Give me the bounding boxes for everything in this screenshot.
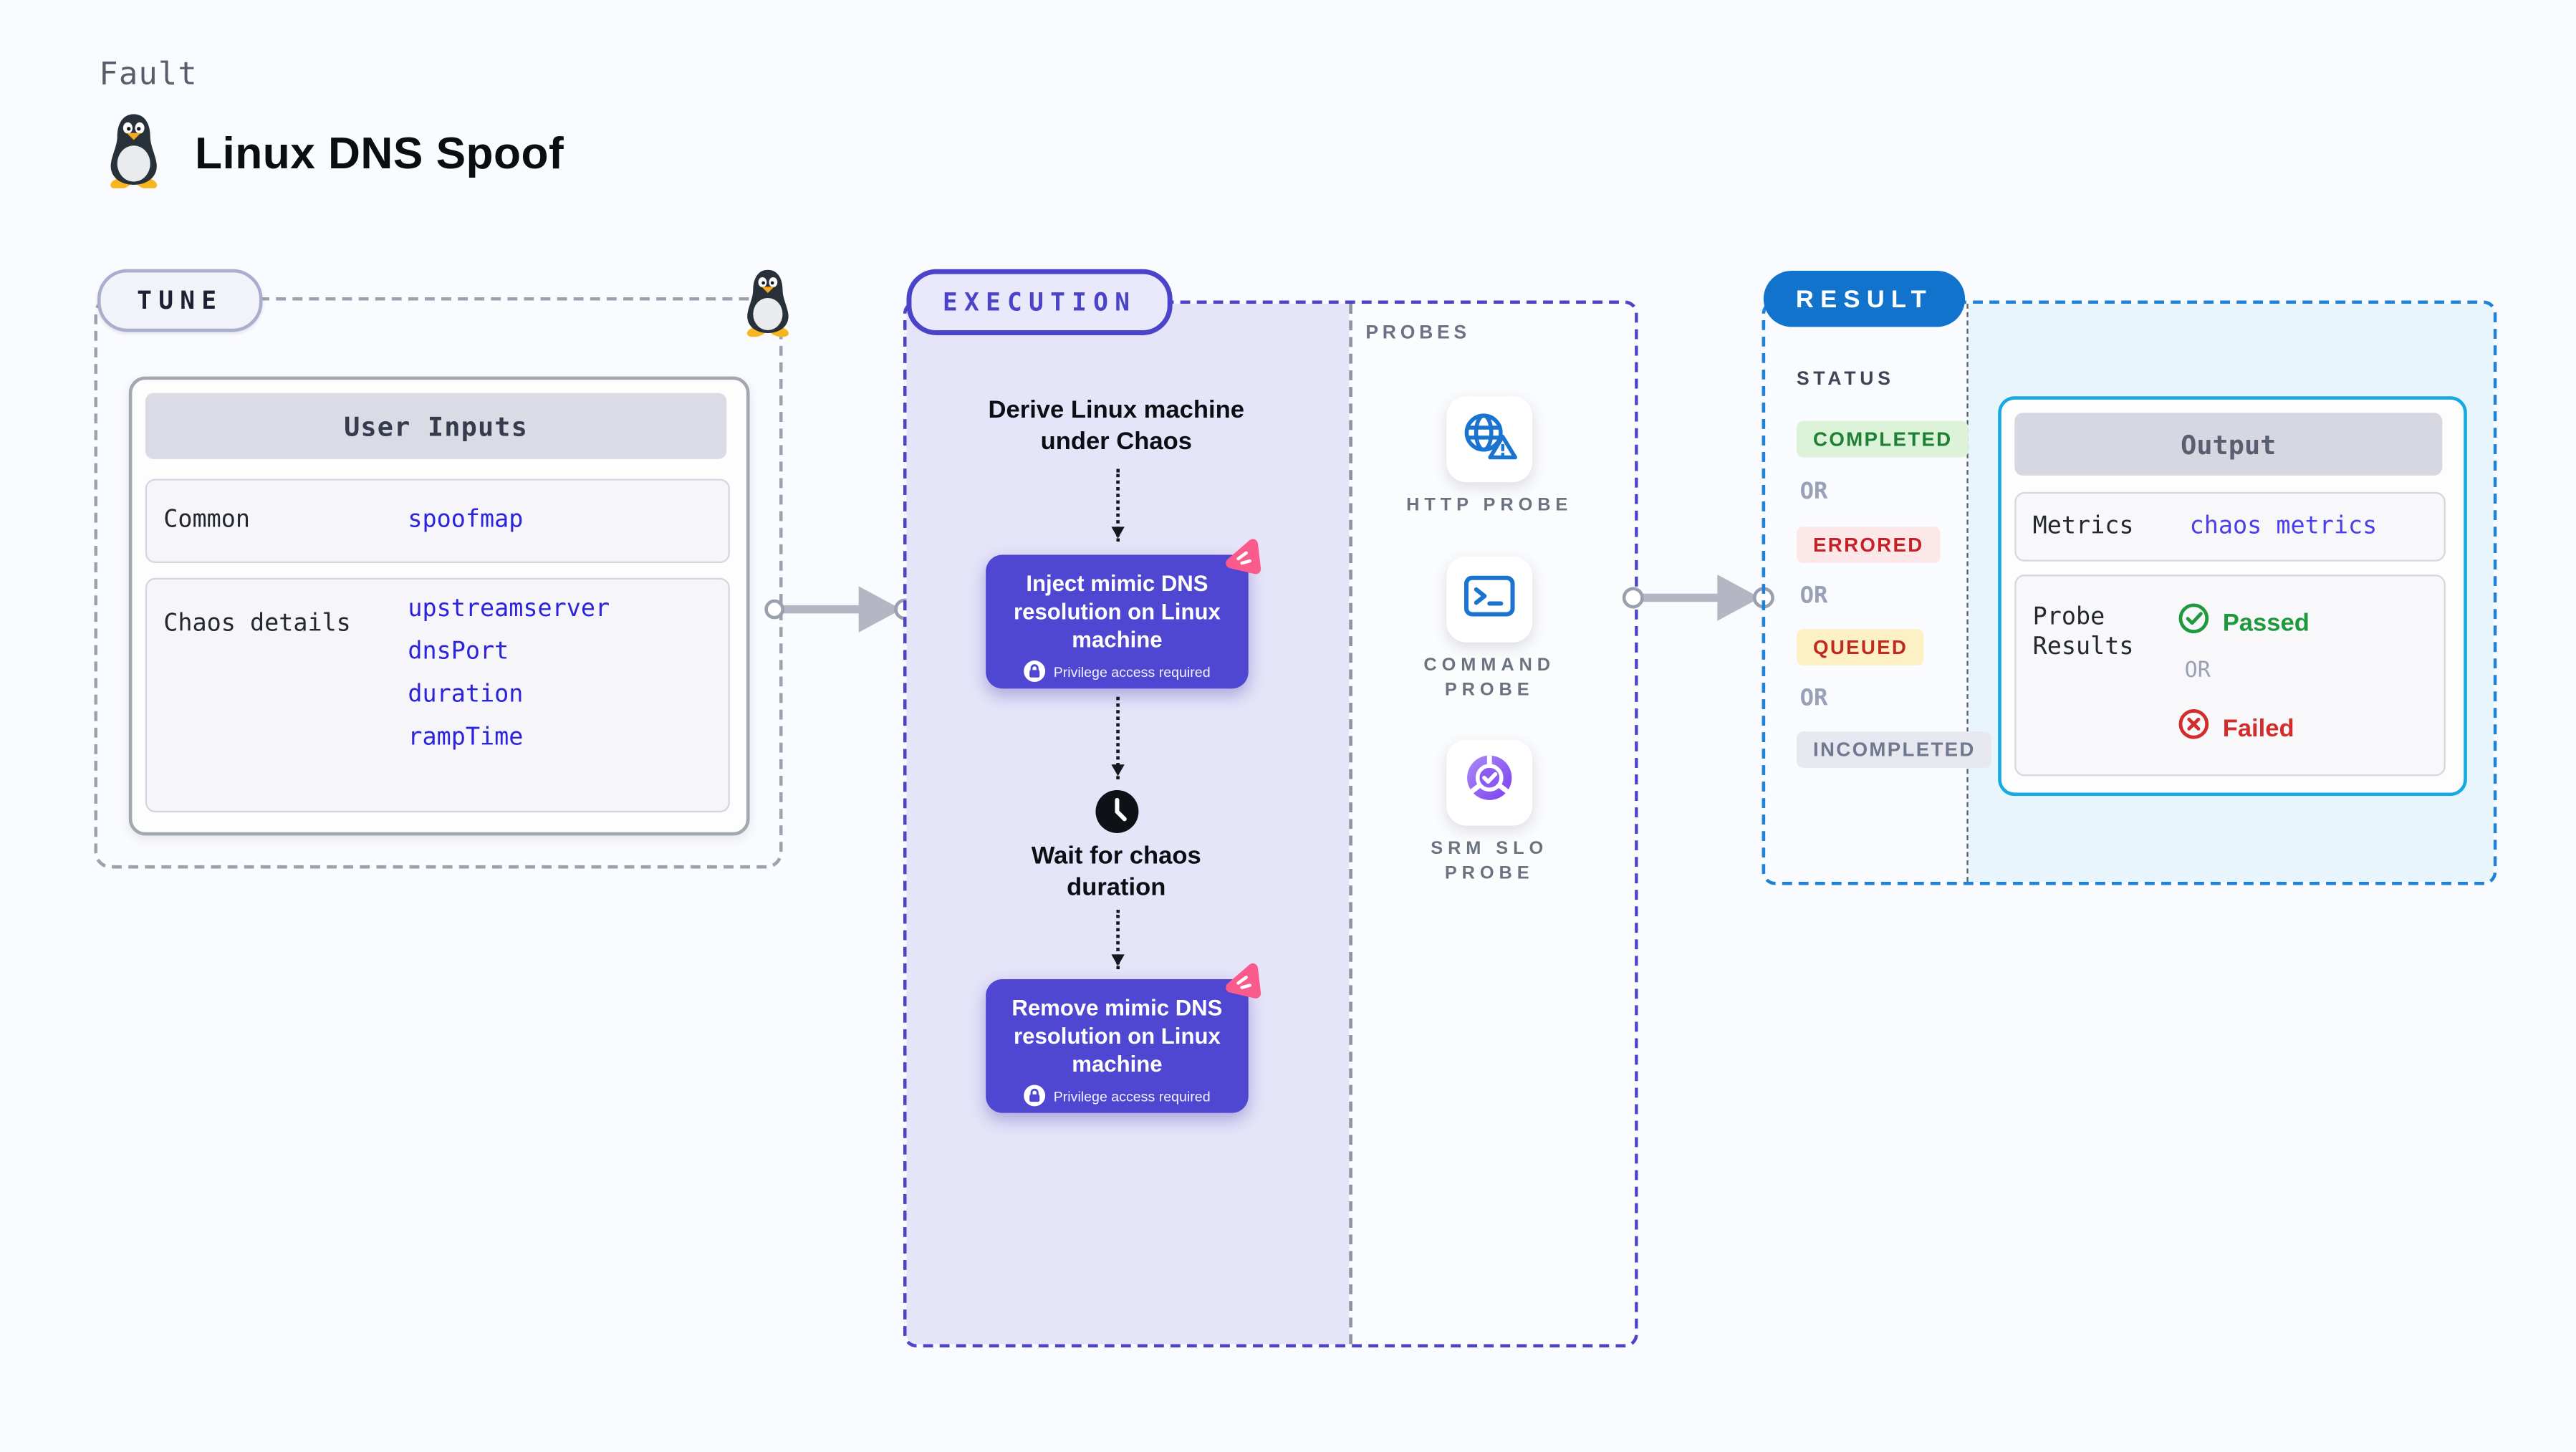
row-value-link[interactable]: upstreamserver — [408, 596, 610, 623]
flow-arrow-tune-to-execution — [763, 576, 918, 650]
probes-heading: PROBES — [1365, 323, 1471, 344]
user-inputs-title: User Inputs — [145, 393, 727, 459]
row-value-link[interactable]: rampTime — [408, 724, 524, 751]
failed-label: Failed — [2222, 713, 2294, 743]
tux-penguin-icon-small — [740, 267, 796, 345]
status-badge-incompleted: INCOMPLETED — [1796, 731, 1992, 768]
table-row-common: Common spoofmap — [145, 479, 730, 564]
probe-label: HTTP PROBE — [1406, 495, 1573, 516]
output-row-probe-results: Probe Results Passed OR Failed — [2014, 574, 2446, 777]
probe-results-label: Probe Results — [2032, 604, 2134, 661]
or-separator: OR — [1799, 479, 1828, 506]
row-value-link[interactable]: spoofmap — [408, 506, 524, 534]
row-value-link[interactable]: dnsPort — [408, 639, 509, 665]
chaos-node-title: Remove mimic DNS resolution on Linux mac… — [1011, 995, 1223, 1077]
metrics-value-link[interactable]: chaos metrics — [2189, 513, 2378, 540]
privilege-label: Privilege access required — [1053, 1087, 1211, 1104]
wait-label: Wait for chaos duration — [1031, 842, 1201, 902]
passed-label: Passed — [2222, 608, 2310, 637]
x-circle-icon — [2178, 708, 2209, 748]
arrow-down-icon — [1111, 468, 1125, 542]
status-heading: STATUS — [1796, 370, 1895, 390]
status-output-divider — [1966, 304, 1969, 882]
page-title: Linux DNS Spoof — [195, 128, 564, 178]
or-separator: OR — [1799, 582, 1828, 610]
status-badge-queued: QUEUED — [1796, 629, 1925, 665]
globe-alert-icon — [1461, 410, 1517, 468]
or-separator: OR — [1799, 685, 1828, 712]
table-row-chaos-details: Chaos details upstreamserver dnsPort dur… — [145, 577, 730, 813]
privilege-row: Privilege access required — [986, 1085, 1249, 1107]
remove-chaos-node: Remove mimic DNS resolution on Linux mac… — [986, 963, 1261, 1113]
arrow-down-icon — [1111, 696, 1125, 780]
arrow-down-icon — [1111, 910, 1125, 970]
passed-line: Passed — [2178, 602, 2310, 642]
chaos-logo-icon — [1224, 538, 1261, 585]
check-circle-icon — [2178, 602, 2209, 642]
title-row: Linux DNS Spoof — [102, 112, 564, 197]
privilege-row: Privilege access required — [986, 660, 1249, 683]
or-separator: OR — [2184, 658, 2211, 684]
execution-start-label: Derive Linux machine under Chaos — [988, 396, 1244, 456]
metrics-label: Metrics — [2032, 513, 2134, 540]
inject-chaos-node: Inject mimic DNS resolution on Linux mac… — [986, 539, 1261, 689]
command-probe-card — [1446, 556, 1533, 643]
terminal-icon — [1463, 574, 1516, 625]
result-pill: RESULT — [1763, 271, 1966, 327]
flow-arrow-execution-to-result — [1622, 564, 1777, 639]
output-row-metrics: Metrics chaos metrics — [2014, 491, 2446, 562]
lock-icon — [1024, 1085, 1046, 1107]
chaos-logo-icon — [1224, 963, 1261, 1009]
row-values: upstreamserver dnsPort duration rampTime — [408, 596, 610, 751]
row-label: Chaos details — [163, 610, 351, 638]
failed-line: Failed — [2178, 708, 2294, 748]
chaos-node-title: Inject mimic DNS resolution on Linux mac… — [1014, 571, 1221, 653]
privilege-label: Privilege access required — [1053, 663, 1211, 680]
execution-pill: EXECUTION — [906, 269, 1173, 335]
tux-penguin-icon — [102, 112, 165, 197]
probe-label: SRM SLO PROBE — [1431, 839, 1549, 884]
output-title: Output — [2014, 413, 2443, 476]
tune-pill: TUNE — [97, 269, 263, 332]
row-label: Common — [163, 506, 250, 534]
probe-label: COMMAND PROBE — [1423, 655, 1556, 701]
row-value-link[interactable]: duration — [408, 682, 524, 708]
slo-donut-icon — [1461, 751, 1517, 815]
lock-icon — [1024, 660, 1046, 683]
execution-probes-divider — [1349, 304, 1352, 1345]
status-badge-errored: ERRORED — [1796, 527, 1941, 564]
status-badge-completed: COMPLETED — [1796, 420, 1969, 458]
fault-kicker: Fault — [99, 56, 198, 93]
clock-icon — [1095, 789, 1139, 842]
http-probe-card — [1446, 396, 1533, 483]
srm-slo-probe-card — [1446, 739, 1533, 826]
tune-section — [94, 297, 783, 869]
